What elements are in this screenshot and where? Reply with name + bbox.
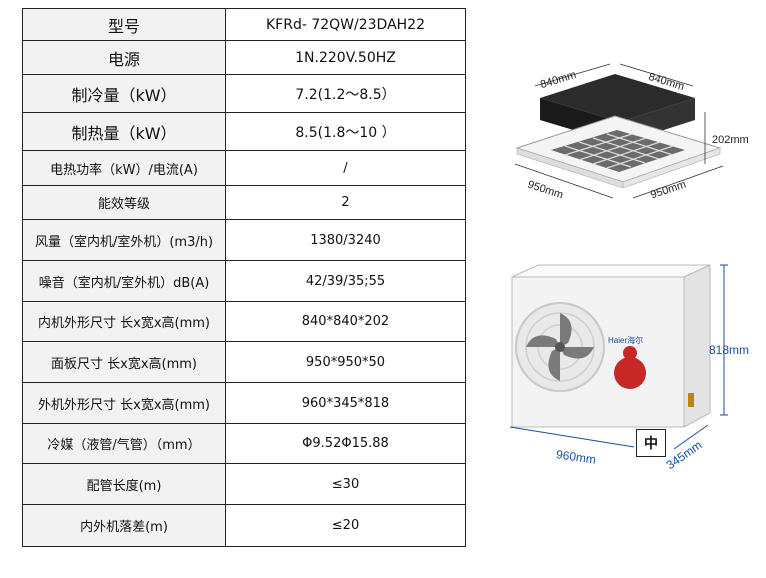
spec-value: ≤30 (225, 463, 466, 505)
spec-label: 电源 (22, 40, 226, 75)
spec-row: 内外机落差(m)≤20 (22, 504, 466, 547)
spec-label: 面板尺寸 长x宽x高(mm) (22, 341, 226, 383)
spec-value: 960*345*818 (225, 382, 466, 424)
spec-value: 42/39/35;55 (225, 260, 466, 302)
spec-row: 面板尺寸 长x宽x高(mm)950*950*50 (22, 341, 466, 383)
spec-row: 制热量（kW）8.5(1.8～10 ） (22, 112, 466, 151)
spec-value: 950*950*50 (225, 341, 466, 383)
spec-row: 冷媒（液管/气管）（mm）Φ9.52Φ15.88 (22, 423, 466, 464)
spec-label: 内外机落差(m) (22, 504, 226, 547)
spec-label: 噪音（室内机/室外机）dB(A) (22, 260, 226, 302)
spec-value: 1380/3240 (225, 219, 466, 261)
spec-row: 风量（室内机/室外机）(m3/h)1380/3240 (22, 219, 466, 261)
spec-value: Φ9.52Φ15.88 (225, 423, 466, 464)
spec-value: 1N.220V.50HZ (225, 40, 466, 75)
spec-label: 电热功率（kW）/电流(A) (22, 150, 226, 186)
spec-value: KFRd- 72QW/23DAH22 (225, 8, 466, 41)
spec-value: / (225, 150, 466, 186)
spec-label: 配管长度(m) (22, 463, 226, 505)
spec-value: 2 (225, 185, 466, 220)
spec-label: 内机外形尺寸 长x宽x高(mm) (22, 301, 226, 342)
spec-label: 外机外形尺寸 长x宽x高(mm) (22, 382, 226, 424)
spec-row: 配管长度(m)≤30 (22, 463, 466, 505)
spec-row: 内机外形尺寸 长x宽x高(mm)840*840*202 (22, 301, 466, 342)
spec-label: 风量（室内机/室外机）(m3/h) (22, 219, 226, 261)
spec-row: 电热功率（kW）/电流(A)/ (22, 150, 466, 186)
spec-value: 7.2(1.2～8.5） (225, 74, 466, 113)
spec-label: 冷媒（液管/气管）（mm） (22, 423, 226, 464)
indoor-unit-illustration (514, 63, 724, 199)
spec-value: 840*840*202 (225, 301, 466, 342)
outdoor-dim-height: 818mm (709, 343, 750, 357)
spec-value: ≤20 (225, 504, 466, 547)
efficiency-badge: 中 (636, 429, 666, 457)
spec-value: 8.5(1.8～10 ） (225, 112, 466, 151)
spec-label: 制冷量（kW） (22, 74, 226, 113)
spec-label: 制热量（kW） (22, 112, 226, 151)
spec-label: 能效等级 (22, 185, 226, 220)
indoor-dim-height: 202mm (712, 134, 749, 146)
outdoor-brand-logo: Haier海尔 (608, 336, 644, 345)
spec-row: 外机外形尺寸 长x宽x高(mm)960*345*818 (22, 382, 466, 424)
spec-label: 型号 (22, 8, 226, 41)
outdoor-unit-illustration (509, 264, 728, 450)
spec-row: 制冷量（kW）7.2(1.2～8.5） (22, 74, 466, 113)
spec-row: 噪音（室内机/室外机）dB(A)42/39/35;55 (22, 260, 466, 302)
